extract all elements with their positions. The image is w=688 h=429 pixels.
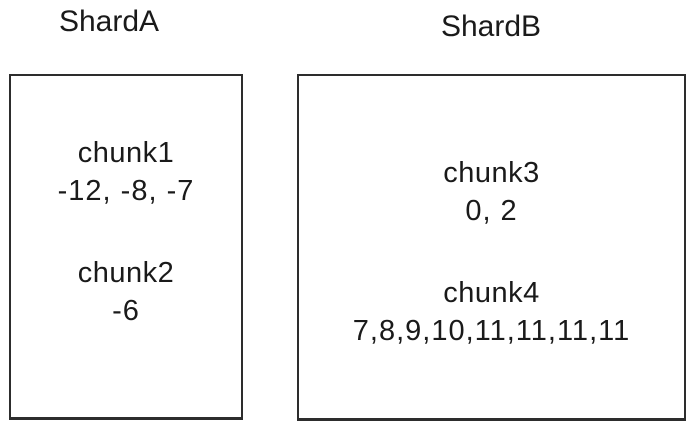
shard-b-title: ShardB	[440, 10, 542, 43]
shard-b-box: chunk3 0, 2 chunk4 7,8,9,10,11,11,11,11	[297, 74, 686, 421]
chunk1-label: chunk1	[77, 137, 175, 169]
chunk3-values: 0, 2	[465, 195, 518, 227]
chunk2-label: chunk2	[77, 257, 175, 289]
chunk3-label: chunk3	[443, 157, 540, 189]
chunk2-values: -6	[112, 295, 140, 327]
chunk2-group: chunk2 -6	[11, 254, 241, 330]
chunk4-group: chunk4 7,8,9,10,11,11,11,11	[299, 274, 684, 350]
chunk4-label: chunk4	[443, 277, 540, 309]
chunk1-values: -12, -8, -7	[57, 175, 195, 207]
shard-a-box: chunk1 -12, -8, -7 chunk2 -6	[9, 74, 243, 420]
chunk3-group: chunk3 0, 2	[299, 154, 684, 230]
chunk4-values: 7,8,9,10,11,11,11,11	[352, 315, 631, 347]
chunk1-group: chunk1 -12, -8, -7	[11, 134, 241, 210]
shard-a-title: ShardA	[58, 5, 160, 38]
